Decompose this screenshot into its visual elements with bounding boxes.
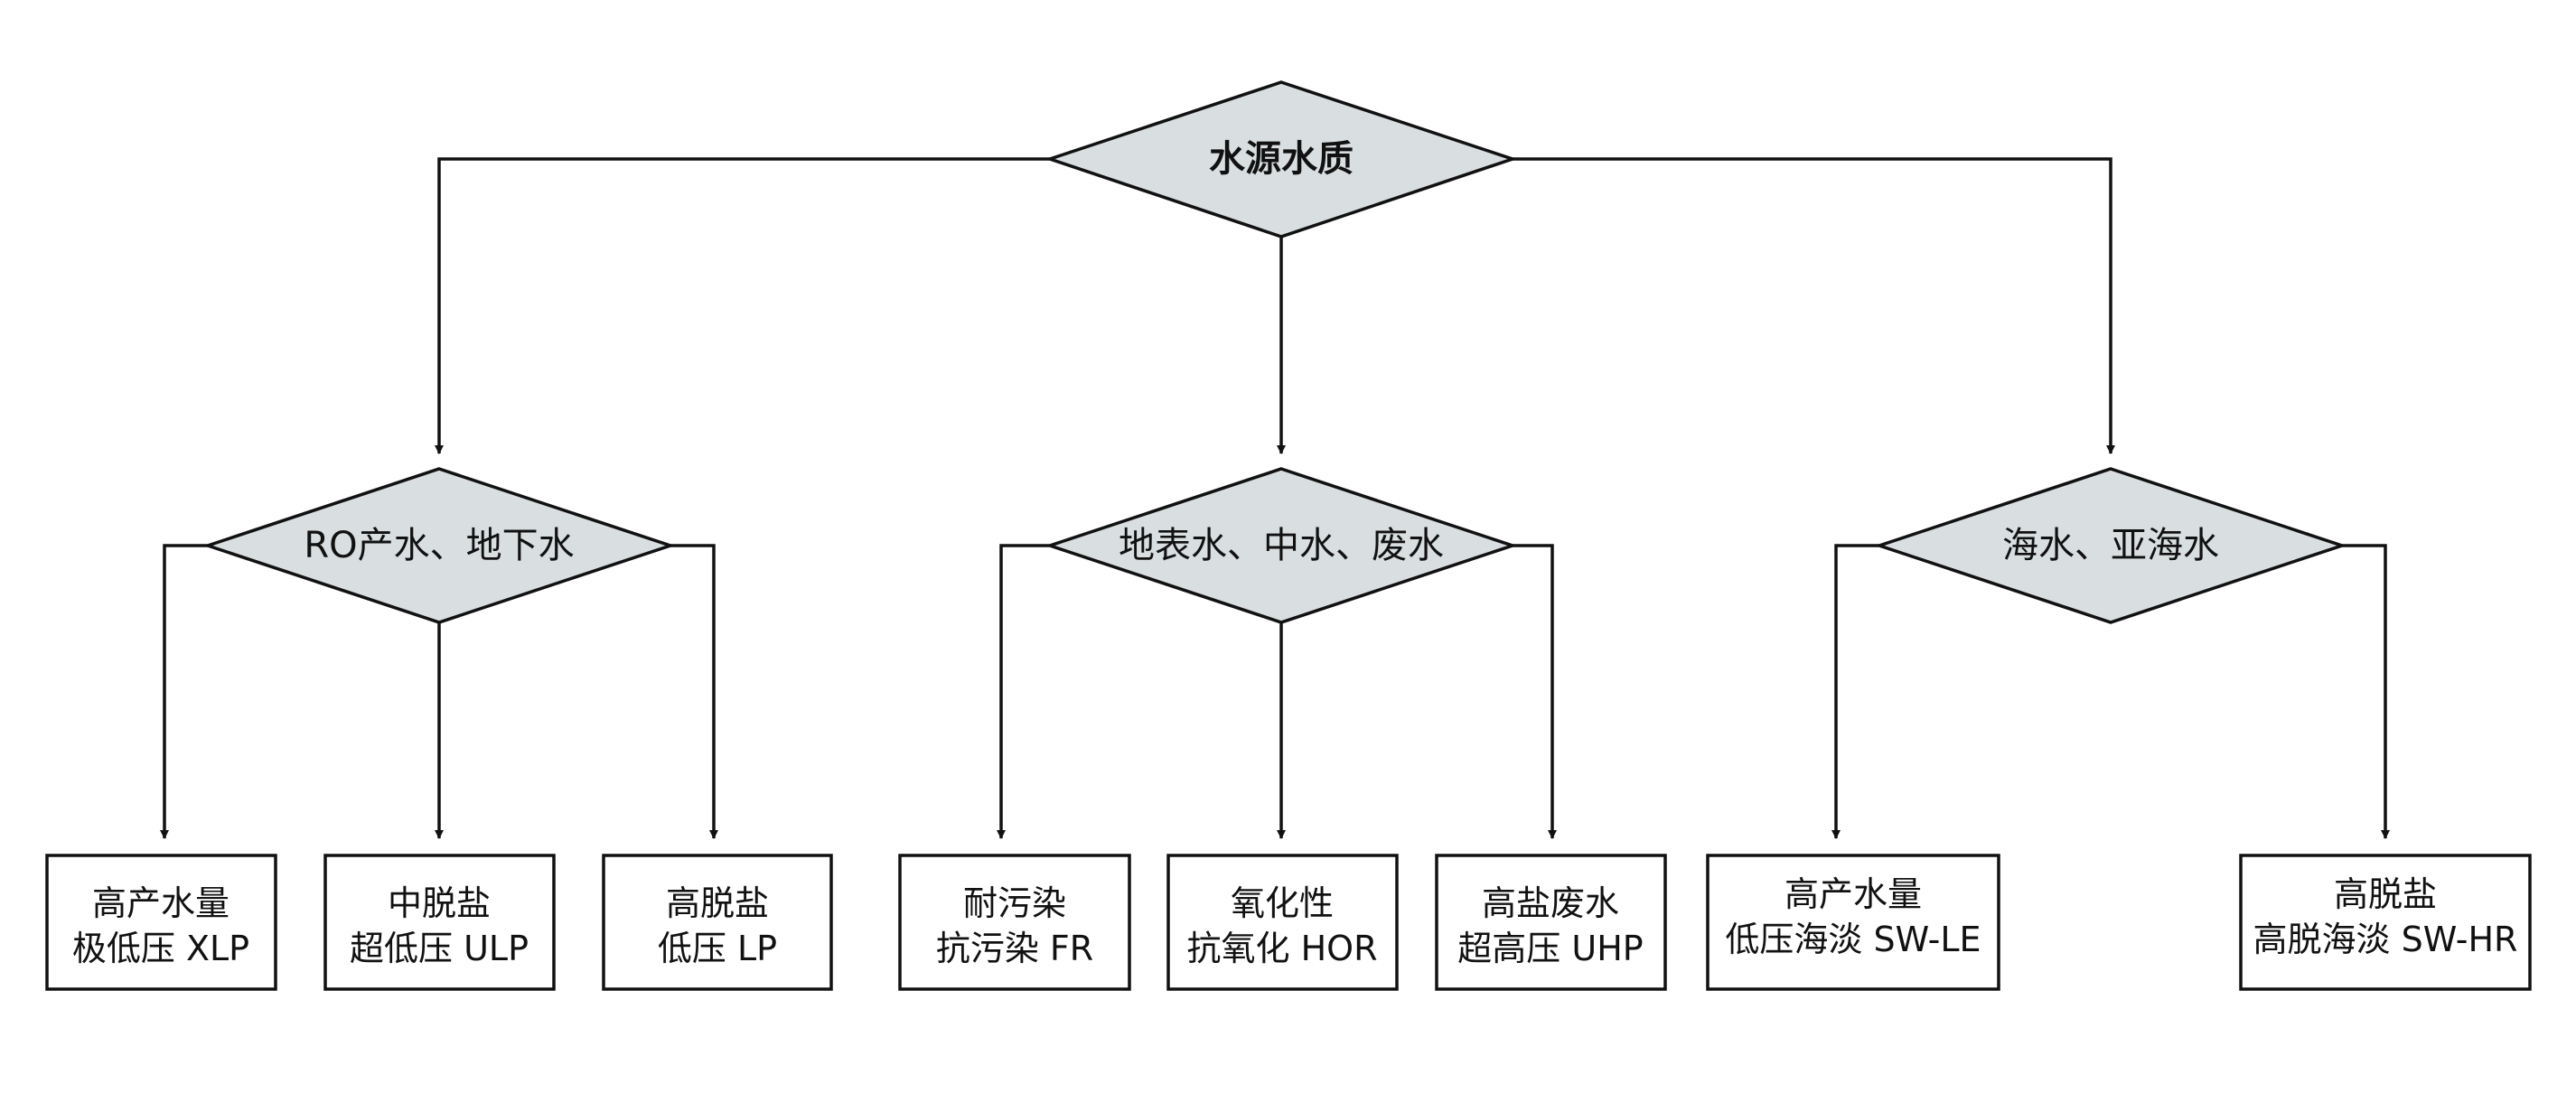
leaf-line1: 高产水量 — [92, 883, 229, 923]
leaf-line1: 高脱盐 — [2334, 874, 2437, 914]
leaf-box-sw-hr: 高脱盐 高脱海淡 SW-HR — [2239, 854, 2532, 991]
leaf-rect — [1435, 854, 1667, 991]
leaf-line2: 抗污染 FR — [936, 929, 1093, 968]
leaf-rect — [602, 854, 833, 991]
category-decision-seawater: 海水、亚海水 — [1874, 467, 2347, 624]
connector-groundwater-to-xlp — [160, 544, 208, 839]
connector-surface-to-fr — [997, 544, 1050, 839]
leaf-box-uhp: 高盐废水 超高压 UHP — [1435, 854, 1667, 991]
category-diamond — [1874, 467, 2347, 624]
connector-root-to-seawater — [1513, 157, 2115, 454]
category-label: 地表水、中水、废水 — [1119, 525, 1444, 566]
leaf-line2: 极低压 XLP — [72, 929, 249, 968]
leaf-connectors — [160, 544, 2390, 839]
category-diamond — [1044, 467, 1518, 624]
leaf-box-xlp: 高产水量 极低压 XLP — [45, 854, 277, 991]
leaf-line1: 耐污染 — [963, 883, 1066, 923]
connector-root-to-groundwater — [435, 157, 1050, 454]
leaf-line1: 氧化性 — [1231, 883, 1334, 923]
leaf-line1: 中脱盐 — [388, 883, 491, 923]
leaf-rect — [1166, 854, 1399, 991]
leaf-rect — [45, 854, 277, 991]
leaf-line1: 高盐废水 — [1482, 883, 1619, 923]
leaf-rect — [898, 854, 1131, 991]
root-diamond — [1044, 80, 1518, 238]
leaf-rect — [1706, 854, 2000, 991]
leaf-box-ulp: 中脱盐 超低压 ULP — [323, 854, 556, 991]
leaf-rect — [323, 854, 556, 991]
root-label: 水源水质 — [1209, 138, 1354, 180]
leaf-box-sw-le: 高产水量 低压海淡 SW-LE — [1706, 854, 2000, 991]
category-label: RO产水、地下水 — [304, 525, 574, 566]
category-label: 海水、亚海水 — [2002, 525, 2219, 566]
leaf-box-hor: 氧化性 抗氧化 HOR — [1166, 854, 1399, 991]
connector-seawater-to-swhr — [2342, 544, 2390, 839]
leaf-box-fr: 耐污染 抗污染 FR — [898, 854, 1131, 991]
leaf-line1: 高产水量 — [1784, 874, 1922, 914]
leaf-line2: 超低压 ULP — [350, 929, 529, 968]
connector-seawater-to-swle — [1831, 544, 1879, 839]
root-connectors — [435, 157, 2115, 454]
leaf-line2: 高脱海淡 SW-HR — [2253, 920, 2518, 959]
root-decision: 水源水质 — [1044, 80, 1518, 238]
leaf-rect — [2239, 854, 2532, 991]
leaf-box-lp: 高脱盐 低压 LP — [602, 854, 833, 991]
connector-surface-to-uhp — [1513, 544, 1557, 839]
category-decision-groundwater: RO产水、地下水 — [202, 467, 676, 624]
leaf-line2: 低压 LP — [658, 929, 777, 968]
category-decision-surface-water: 地表水、中水、废水 — [1044, 467, 1518, 624]
leaf-line1: 高脱盐 — [666, 883, 769, 923]
category-diamond — [202, 467, 676, 624]
leaf-line2: 抗氧化 HOR — [1187, 929, 1378, 968]
connector-groundwater-to-lp — [670, 544, 718, 839]
leaf-line2: 超高压 UHP — [1457, 929, 1643, 968]
leaf-line2: 低压海淡 SW-LE — [1725, 920, 1981, 959]
